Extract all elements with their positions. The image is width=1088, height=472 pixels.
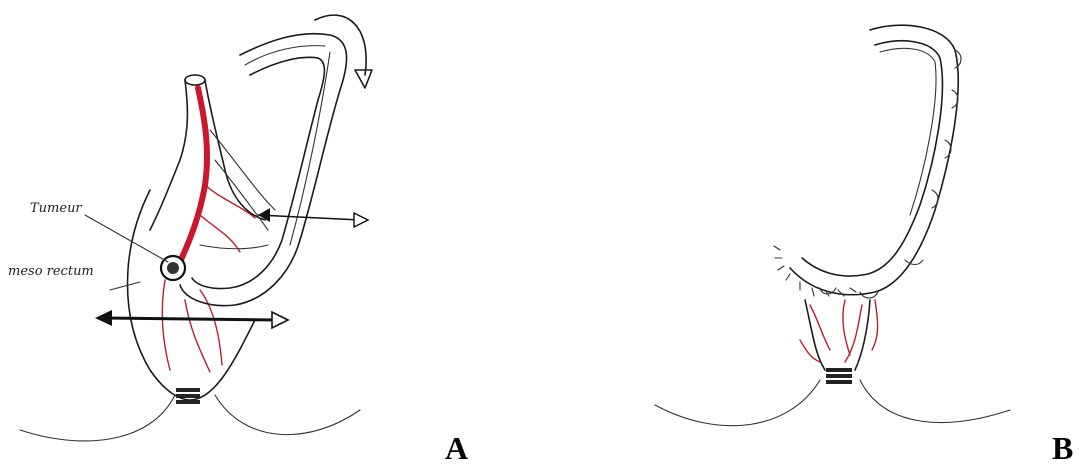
panel-b-colon-inner xyxy=(802,41,942,276)
panel-a-lateral-arrow-shaft xyxy=(258,215,360,220)
panel-a-mobilisation-arrow-curve xyxy=(315,15,366,75)
panel-b-anastomosis-fringe xyxy=(774,246,856,296)
panel-a-letter: A xyxy=(445,430,468,467)
panel-a-aorta-cut xyxy=(185,75,205,85)
panel-a-mobilisation-arrow-head xyxy=(355,70,372,88)
panel-a-tumour-label: Tumeur xyxy=(30,201,82,216)
panel-a-section-arrow-shaft xyxy=(100,318,280,320)
panel-a-inferior-mesenteric-artery xyxy=(180,88,207,262)
panel-a-aorta-outline-2 xyxy=(205,80,265,220)
panel-a-pelvis-outline xyxy=(128,190,256,400)
panel-b-letter: B xyxy=(1052,430,1073,467)
panel-a-section-arrow-head-right xyxy=(272,312,288,328)
panel-a-drawing: Tumeur meso rectum xyxy=(8,15,372,441)
panel-a-tumour-core xyxy=(167,262,179,274)
panel-b-perineum-left xyxy=(655,380,820,426)
panel-a-rectal-vessels xyxy=(162,280,222,372)
panel-a-perineum-left xyxy=(20,395,175,441)
panel-b-colon-tenia xyxy=(880,48,936,215)
panel-b-drawing xyxy=(655,25,1010,426)
panel-b-anal-sphincter xyxy=(826,368,852,384)
panel-a-mesorectum-pointer xyxy=(110,282,140,290)
panel-a-perineum-right xyxy=(215,395,360,435)
panel-a-tumour-pointer xyxy=(85,215,168,262)
panel-a-aorta-outline xyxy=(150,80,187,230)
panel-a-section-arrow-head-left xyxy=(95,310,112,326)
panel-b-perineum-right xyxy=(860,380,1010,422)
panel-a-anal-sphincter xyxy=(176,388,200,404)
panel-a-lateral-arrow-head-right xyxy=(354,213,368,227)
panel-a-colon-inner xyxy=(192,57,324,288)
panel-a-mesorectum-label: meso rectum xyxy=(8,264,94,279)
